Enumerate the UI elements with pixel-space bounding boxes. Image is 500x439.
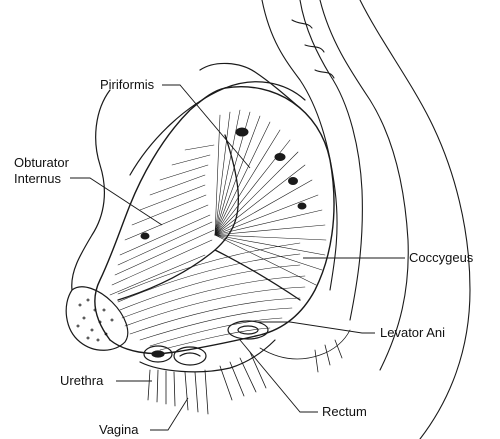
- label-piriformis: Piriformis: [100, 77, 155, 92]
- pelvic-bone-outline: [71, 62, 306, 291]
- pubic-bone: [65, 286, 129, 351]
- label-obturator-internus: Obturator Internus: [14, 155, 94, 187]
- label-rectum: Rectum: [322, 404, 367, 419]
- muscle-boundary: [94, 86, 335, 355]
- leader-levator: [258, 321, 375, 334]
- sacral-foramina: [140, 127, 307, 240]
- sacrum-outline: [261, 0, 471, 439]
- leader-rectum: [239, 339, 318, 413]
- label-urethra: Urethra: [60, 373, 104, 388]
- muscle-fibers-obturator: [109, 144, 215, 296]
- label-vagina: Vagina: [99, 422, 139, 437]
- leader-vagina: [150, 397, 189, 431]
- label-coccygeus: Coccygeus: [409, 250, 474, 265]
- lower-structures: [147, 329, 351, 415]
- label-levator-ani: Levator Ani: [380, 325, 446, 340]
- label-obturator-line2: Internus: [14, 171, 61, 186]
- leader-lines: [70, 84, 405, 431]
- leader-obturator: [70, 177, 163, 226]
- label-obturator-line1: Obturator: [14, 155, 69, 170]
- tendinous-arch: [117, 134, 301, 301]
- leader-piriformis: [162, 84, 251, 169]
- pelvic-openings: [139, 320, 276, 373]
- muscle-fibers-levator: [117, 242, 306, 351]
